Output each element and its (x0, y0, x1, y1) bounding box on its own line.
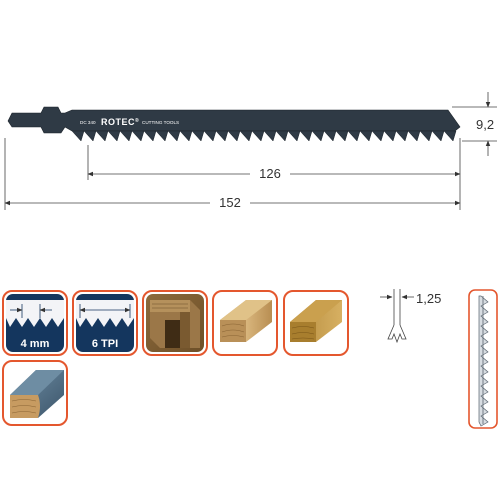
brand-tagline: CUTTING TOOLS (142, 120, 179, 125)
saw-blade: DC 340 ROTEC® CUTTING TOOLS (7, 106, 461, 142)
brand-logo: ROTEC® (101, 117, 139, 127)
total-length-label: 152 (219, 195, 241, 210)
kerf-detail (380, 289, 414, 344)
kerf-thickness-label: 1,25 (416, 291, 441, 306)
softwood-board-icon (212, 290, 278, 356)
blade-body (7, 106, 461, 134)
tooth-profile-shape (478, 295, 489, 427)
wood-joint-icon (142, 290, 208, 356)
blade-width-label: 9,2 (476, 117, 494, 132)
tpi-icon: 6 TPI (72, 290, 138, 356)
tooth-pitch-icon: 4 mm (2, 290, 68, 356)
hardwood-board-icon (283, 290, 349, 356)
laminated-countertop-icon (2, 360, 68, 426)
kerf-tooth-set (387, 324, 407, 344)
cutting-length-label: 126 (259, 166, 281, 181)
blade-teeth (71, 130, 457, 142)
tpi-label: 6 TPI (92, 338, 118, 350)
dimension-lines (4, 92, 497, 210)
blade-code: DC 340 (80, 120, 96, 125)
tooth-pitch-label: 4 mm (21, 338, 50, 350)
tooth-profile-icon (468, 289, 498, 429)
